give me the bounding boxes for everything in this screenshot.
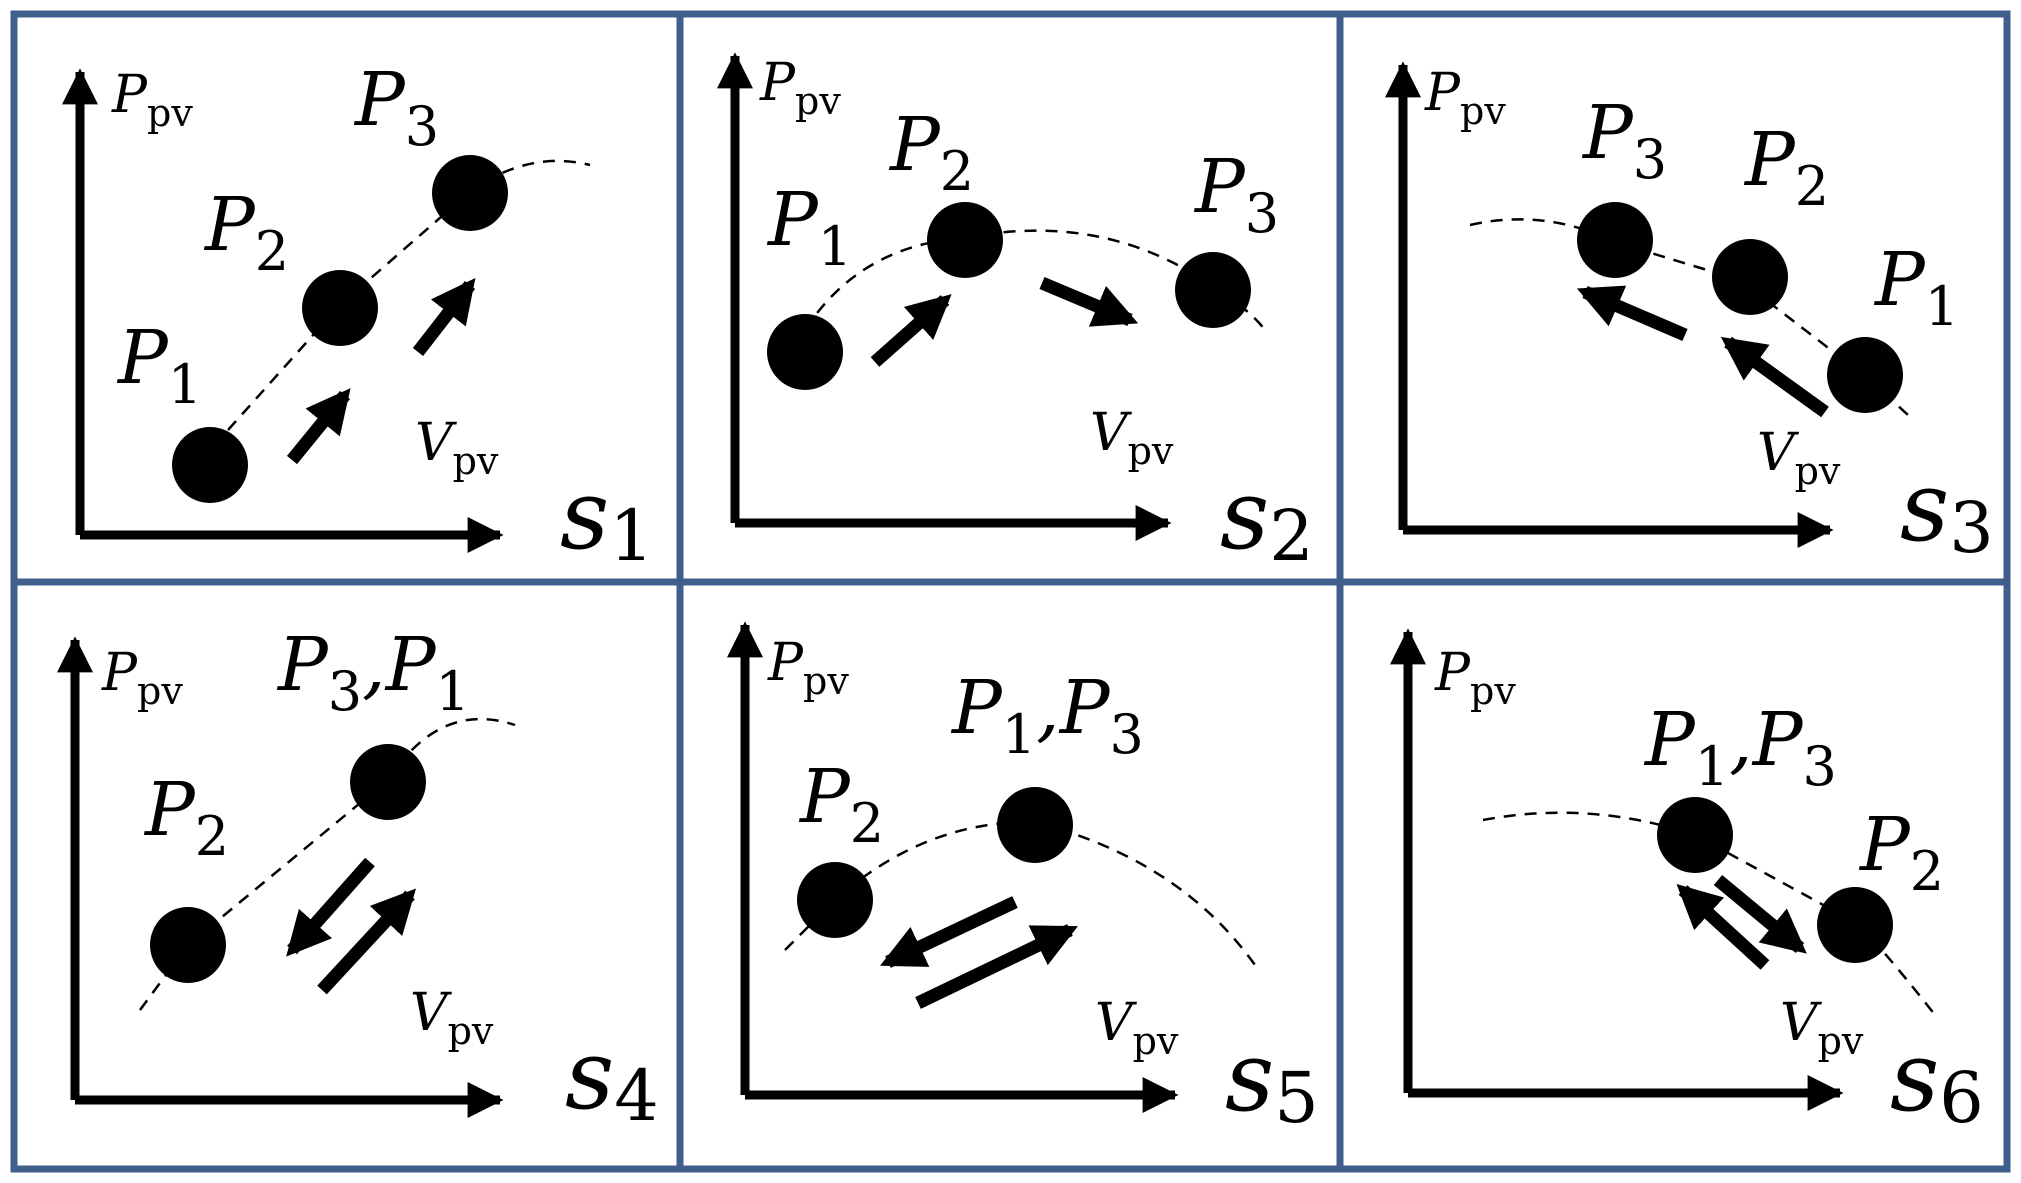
state-label: s6 [1890,1021,1984,1139]
operating-point [997,787,1073,863]
panel-s2: Ppv Vpv P1 P2 P3 s2 [717,52,1314,577]
y-axis-label: Ppv [111,65,193,135]
point-label: P2 [798,754,884,855]
point-label: P1 [1873,237,1959,338]
x-axis-label: Vpv [1095,993,1179,1063]
state-label: s3 [1900,451,1994,569]
x-axis-label: Vpv [1757,423,1841,493]
operating-point [767,314,843,390]
point-label: P2 [888,102,974,203]
point-label: P3 [1193,144,1279,245]
operating-point [350,744,426,820]
state-label: s5 [1225,1021,1319,1139]
y-axis-label: Ppv [1424,63,1506,133]
operating-point [1817,887,1893,963]
state-label: s4 [565,1019,659,1137]
x-axis-label: Vpv [1090,403,1174,473]
point-label: P3 [1581,90,1667,191]
point-label: P2 [1743,117,1829,218]
y-axis-label: Ppv [759,53,841,123]
operating-point [927,202,1003,278]
x-axis-label: Vpv [1780,993,1864,1063]
x-axis-label: Vpv [415,413,499,483]
move-arrow [1720,336,1829,418]
point-label: P2 [203,182,289,283]
move-arrow [915,924,1078,1009]
operating-point [1175,252,1251,328]
operating-point [432,155,508,231]
point-label: P1 [116,315,202,416]
operating-point [302,270,378,346]
move-arrow [317,888,417,995]
panel-s4: Ppv Vpv P2 P3,P1 s4 [57,622,659,1137]
state-label: s1 [560,459,654,577]
move-arrow [1039,277,1139,327]
move-arrow [880,896,1018,968]
y-axis-label: Ppv [1434,643,1516,713]
operating-point [797,862,873,938]
y-axis-label: Ppv [101,643,183,713]
move-arrow [1713,874,1807,954]
move-arrow [412,278,476,356]
point-label: P3,P1 [276,622,470,723]
move-arrow [286,388,351,465]
point-label: P2 [143,767,229,868]
panel-s6: Ppv Vpv P1,P3 P2 s6 [1390,628,1984,1139]
point-label: P1,P3 [1643,697,1837,798]
y-axis-label: Ppv [767,633,849,703]
operating-point [1827,337,1903,413]
point-label: P1 [766,177,852,278]
point-label: P3 [353,57,439,158]
panel-grid-frame [10,10,2011,1173]
operating-point [150,907,226,983]
x-axis-label: Vpv [410,983,494,1053]
move-arrow [286,857,375,957]
move-arrow [1676,884,1770,970]
operating-point [1577,202,1653,278]
pv-curve [784,820,1257,966]
panel-s5: Ppv Vpv P2 P1,P3 s5 [727,621,1319,1139]
state-label: s2 [1220,459,1314,577]
panel-border [1336,578,2011,1173]
move-arrow [1576,285,1688,341]
point-label: P2 [1858,802,1944,903]
operating-point [1657,797,1733,873]
point-label: P1,P3 [950,665,1144,766]
operating-point [172,427,248,503]
pv-curve [227,159,591,431]
panel-s1: Ppv Vpv P1 P2 P3 s1 [62,57,654,577]
panel-s3: Ppv Vpv P3 P2 P1 s3 [1385,61,1994,569]
move-arrow [870,294,952,367]
operating-point [1712,239,1788,315]
